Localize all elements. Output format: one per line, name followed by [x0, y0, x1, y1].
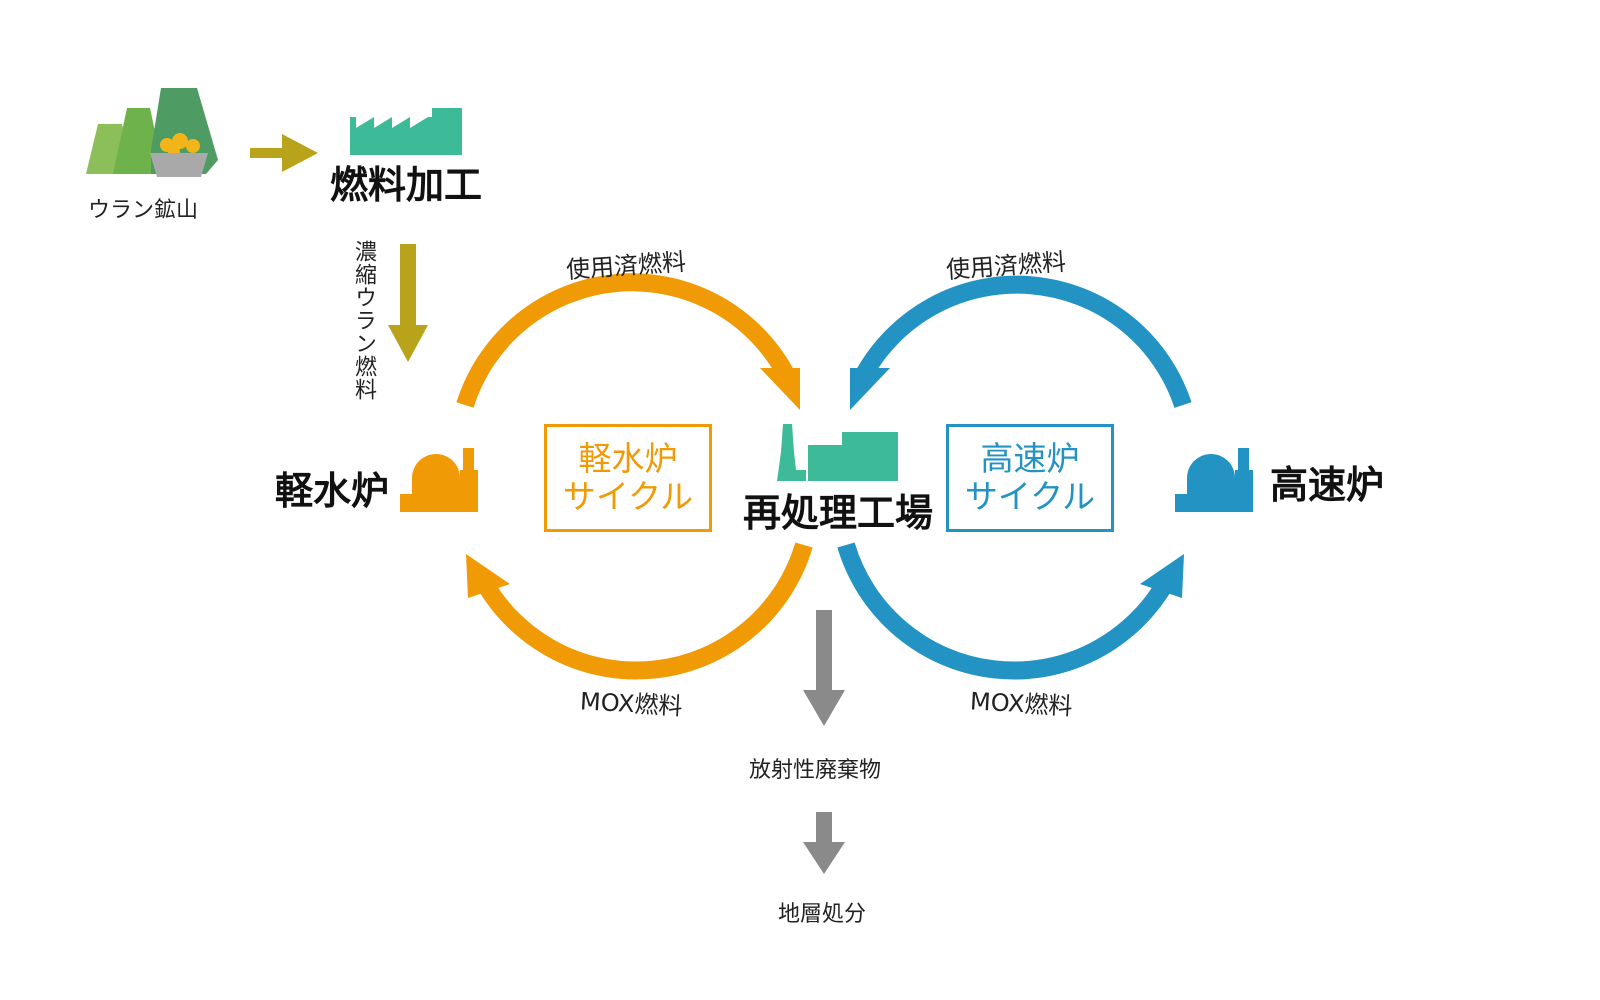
light-water-reactor-label: 軽水炉 [275, 469, 390, 513]
arrow-to-radioactive-waste [803, 610, 845, 726]
mountain-dark [151, 88, 218, 174]
reactor-shape-lwr [400, 448, 478, 512]
lwr-cycle-box: 軽水炉 サイクル [544, 424, 712, 532]
ore-nugget [186, 139, 200, 153]
plant-chimney [777, 424, 806, 481]
reactor-shape-fr [1175, 448, 1253, 512]
reprocessing-plant-icon [777, 424, 898, 481]
arrowhead-mox-fuel-right [1140, 554, 1184, 598]
arrow-mine-to-processing [250, 134, 318, 172]
mox-fuel-left-label: MOX燃料 [579, 687, 684, 721]
arc-mox-fuel-left [476, 542, 813, 680]
geological-disposal-label: 地層処分 [778, 902, 867, 927]
arrow-processing-to-lwr [388, 244, 428, 362]
mine-cart [150, 153, 208, 177]
arrowhead-spent-fuel-left [760, 368, 800, 410]
lwr-cycle-box-line2: サイクル [562, 477, 694, 516]
fuel-factory-icon [350, 108, 462, 155]
lwr-reactor-icon [400, 448, 478, 512]
mountain-mine-icon [86, 88, 218, 177]
arrowhead-mox-fuel-left [466, 554, 510, 598]
arc-mox-fuel-right [837, 542, 1174, 680]
ore-nugget [172, 133, 188, 149]
plant-building [808, 432, 898, 481]
fr-cycle-box-line1: 高速炉 [980, 439, 1080, 478]
enriched-uranium-fuel-label: 濃縮ウラン燃料 [351, 240, 376, 401]
fuel-processing-label: 燃料加工 [330, 163, 483, 207]
mox-fuel-right-label: MOX燃料 [969, 687, 1074, 721]
arrowhead-spent-fuel-right [850, 368, 890, 410]
lwr-cycle-box-line1: 軽水炉 [578, 439, 678, 478]
fr-cycle-box: 高速炉 サイクル [946, 424, 1114, 532]
factory-shape [350, 108, 462, 155]
arc-spent-fuel-right [854, 275, 1192, 408]
arrow-to-geological-disposal [803, 812, 845, 874]
reprocessing-plant-label: 再処理工場 [743, 491, 934, 535]
uranium-mine-label: ウラン鉱山 [88, 198, 199, 223]
radioactive-waste-label: 放射性廃棄物 [749, 758, 882, 783]
fr-reactor-icon [1175, 448, 1253, 512]
fr-cycle-box-line2: サイクル [964, 477, 1096, 516]
fast-reactor-label: 高速炉 [1270, 463, 1385, 507]
arc-spent-fuel-left [456, 273, 797, 408]
